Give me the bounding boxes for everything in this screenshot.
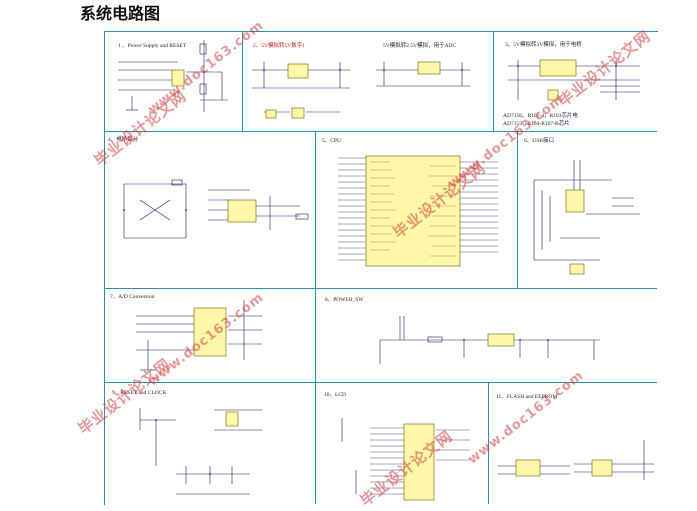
page-title: 系统电路图 <box>80 4 161 23</box>
cpu-chip <box>365 155 461 267</box>
usb-chip <box>565 189 585 213</box>
regulator-5v-aux-chip <box>291 107 305 119</box>
section-lcd-label: 10、LCD <box>324 392 347 398</box>
bridge-aux-chip <box>547 89 559 101</box>
divider-h-low <box>104 382 657 383</box>
section-flash-label: 11、FLASH and EEPROM <box>496 394 558 400</box>
eeprom-chip <box>591 459 613 477</box>
section-power-sw-label: 8、POWER_SW <box>325 297 364 303</box>
section-bridge-5v-label: 3、5V模拟转3V模拟，用于电桥 <box>505 42 582 48</box>
divider-v-cpu-left <box>315 131 316 504</box>
clock-crystal-chip <box>225 411 239 427</box>
section-power-label: 1 、Power Supply and RESET <box>118 43 187 49</box>
divider-v-2 <box>493 31 494 131</box>
lcd-connector-chip <box>403 423 435 501</box>
regulator-5v-aux-chip-2 <box>265 109 277 119</box>
schematic-sheet <box>104 31 658 505</box>
bridge-note-1: AD7156、R101-4，R103芯片电 <box>503 113 578 119</box>
section-usb-label: 6、USB接口 <box>524 138 554 144</box>
divider-h-top <box>104 131 657 132</box>
bridge-note-2: AD7155，R104-R107-B芯片 <box>503 121 570 127</box>
flash-chip <box>515 459 541 477</box>
reset-ic-chip <box>171 69 185 87</box>
divider-h-mid <box>104 288 657 289</box>
divider-v-flash <box>488 382 489 504</box>
usb-aux-chip <box>569 263 585 275</box>
bridge-amp-chip <box>227 199 257 223</box>
section-25v-adc-label: 5V模拟转2.5V模拟，用于ADC <box>383 43 457 49</box>
divider-v-cpu-right <box>517 131 518 288</box>
section-cpu-label: 5、CPU <box>322 138 341 144</box>
power-sw-regulator-chip <box>487 333 515 347</box>
divider-v-1 <box>242 31 243 131</box>
bridge-regulator-chip <box>539 59 577 77</box>
section-adc-label: 7、A/D Conversion <box>110 294 155 300</box>
section-reset-clock-label: 9、RESET and CLOCK <box>112 390 167 396</box>
adc-chip <box>193 307 227 357</box>
regulator-25v-chip <box>417 61 441 75</box>
regulator-5v-chip <box>287 63 309 79</box>
section-bridge-label: 4、电桥部分 <box>108 137 139 143</box>
section-5v-digital-label: 2、5V模拟转5V数字1 <box>253 43 305 49</box>
